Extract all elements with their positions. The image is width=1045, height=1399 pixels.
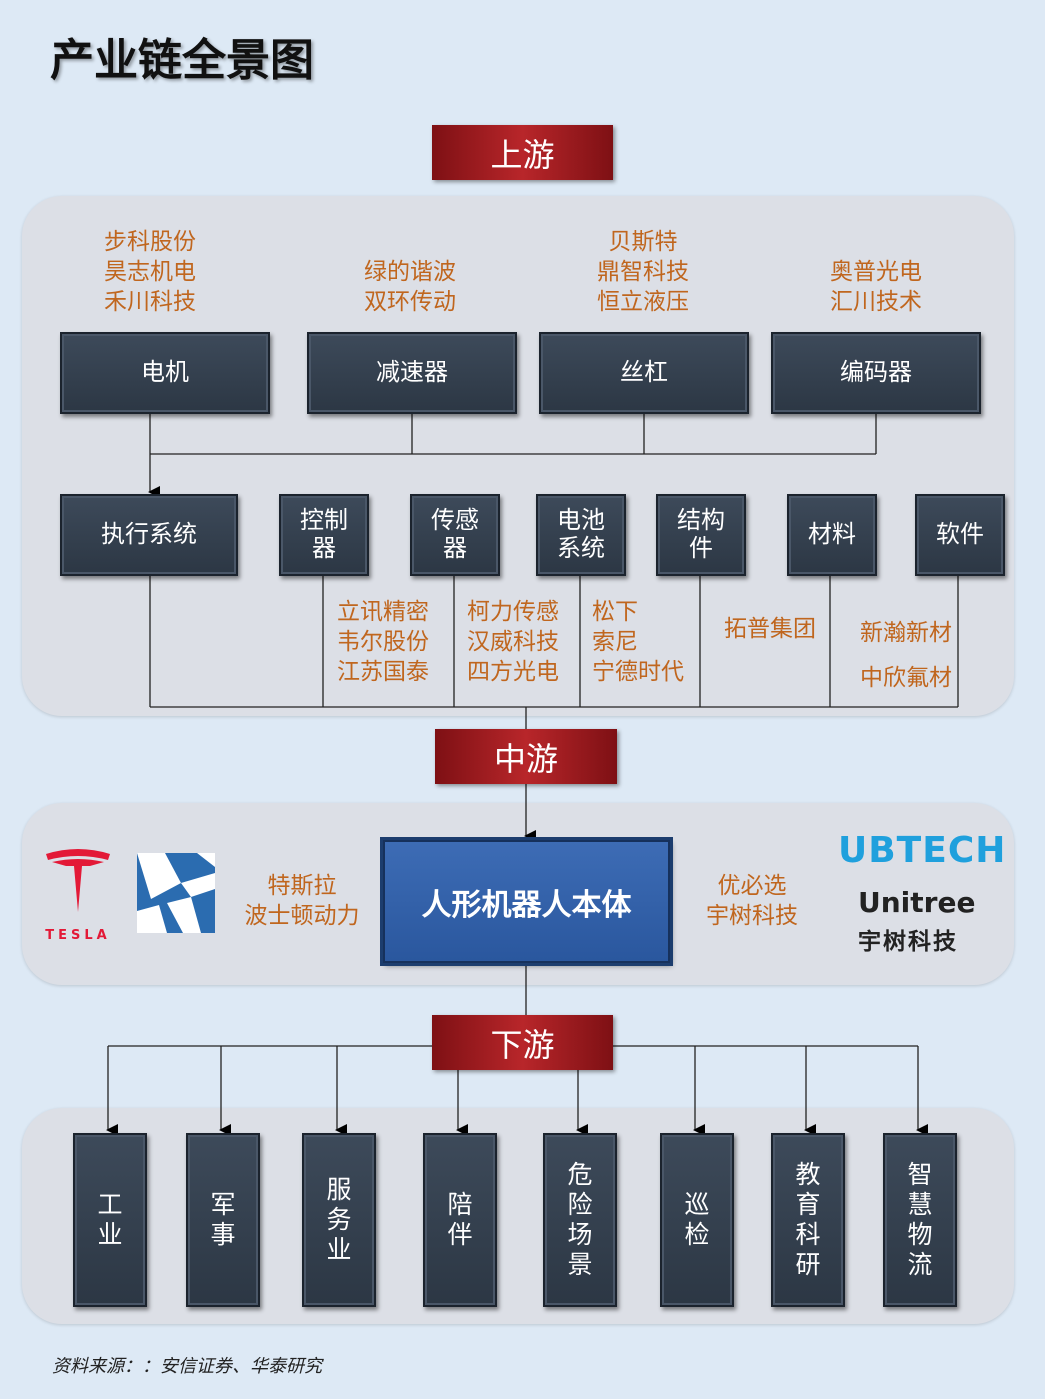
ubtech-logo: UBTECH (838, 830, 1007, 871)
company-name: 江苏国泰 (337, 659, 429, 685)
company-name: 拓普集团 (724, 616, 816, 642)
company-list-sensor: 柯力传感 汉威科技 四方光电 (467, 597, 559, 687)
subsystem-controller: 控制器 (279, 494, 369, 576)
company-name: 昊志机电 (104, 259, 196, 285)
application-military: 军事 (186, 1133, 260, 1307)
unitree-cn-logo: 宇树科技 (858, 929, 958, 955)
subsystem-structure: 结构件 (656, 494, 746, 576)
company-list-software: 新瀚新材 中欣氟材 (846, 611, 966, 701)
company-name: 新瀚新材 (860, 620, 952, 646)
company-list-screw: 贝斯特 鼎智科技 恒立液压 (583, 227, 703, 317)
page-title: 产业链全景图 (50, 35, 314, 86)
company-name: 松下 (592, 599, 638, 625)
tier-downstream: 下游 (432, 1015, 613, 1070)
company-name: 步科股份 (104, 229, 196, 255)
humanoid-robot-body: 人形机器人本体 (383, 840, 670, 963)
company-name: 宇树科技 (706, 903, 798, 929)
company-list-encoder: 奥普光电 汇川技术 (816, 257, 936, 317)
company-name: 特斯拉 (267, 873, 337, 899)
application-logistics: 智慧物流 (883, 1133, 957, 1307)
company-list-reducer: 绿的谐波 双环传动 (350, 257, 470, 317)
company-name: 宁德时代 (592, 659, 684, 685)
company-name: 波士顿动力 (244, 903, 360, 929)
component-screw: 丝杠 (539, 332, 749, 414)
boston-dynamics-logo (137, 853, 215, 933)
midstream-right-companies: 优必选 宇树科技 (690, 871, 814, 931)
application-service: 服务业 (302, 1133, 376, 1307)
company-list-battery: 松下 索尼 宁德时代 (592, 597, 684, 687)
company-list-material: 拓普集团 (710, 614, 830, 644)
application-hazard: 危险场景 (543, 1133, 617, 1307)
component-reducer: 减速器 (307, 332, 517, 414)
company-name: 贝斯特 (608, 229, 678, 255)
company-list-motor: 步科股份 昊志机电 禾川科技 (90, 227, 210, 317)
midstream-left-companies: 特斯拉 波士顿动力 (228, 871, 376, 931)
company-name: 立讯精密 (337, 599, 429, 625)
tier-midstream: 中游 (435, 729, 617, 784)
upstream-panel (22, 196, 1014, 716)
company-name: 韦尔股份 (337, 629, 429, 655)
company-name: 汉威科技 (467, 629, 559, 655)
component-motor: 电机 (60, 332, 270, 414)
company-name: 绿的谐波 (364, 259, 456, 285)
application-industry: 工业 (73, 1133, 147, 1307)
application-inspection: 巡检 (660, 1133, 734, 1307)
application-companion: 陪伴 (423, 1133, 497, 1307)
unitree-logo: Unitree (858, 886, 976, 919)
component-encoder: 编码器 (771, 332, 981, 414)
company-name: 优必选 (717, 873, 787, 899)
company-name: 鼎智科技 (597, 259, 689, 285)
company-name: 中欣氟材 (860, 665, 952, 691)
company-name: 四方光电 (467, 659, 559, 685)
subsystem-sensor: 传感器 (410, 494, 500, 576)
subsystem-battery: 电池系统 (536, 494, 626, 576)
application-education: 教育科研 (771, 1133, 845, 1307)
boston-dynamics-icon (137, 853, 215, 933)
company-name: 禾川科技 (104, 289, 196, 315)
company-name: 汇川技术 (830, 289, 922, 315)
subsystem-software: 软件 (915, 494, 1005, 576)
company-name: 双环传动 (364, 289, 456, 315)
company-name: 奥普光电 (830, 259, 922, 285)
subsystem-execution: 执行系统 (60, 494, 238, 576)
source-note: 资料来源：：安信证券、华泰研究 (52, 1356, 322, 1377)
company-name: 索尼 (592, 629, 638, 655)
tesla-t-icon (46, 849, 110, 912)
company-list-controller: 立讯精密 韦尔股份 江苏国泰 (337, 597, 429, 687)
tesla-wordmark: TESLA (45, 928, 111, 943)
company-name: 柯力传感 (467, 599, 559, 625)
tesla-logo: TESLA (40, 846, 116, 943)
company-name: 恒立液压 (597, 289, 689, 315)
tier-upstream: 上游 (432, 125, 613, 180)
subsystem-material: 材料 (787, 494, 877, 576)
